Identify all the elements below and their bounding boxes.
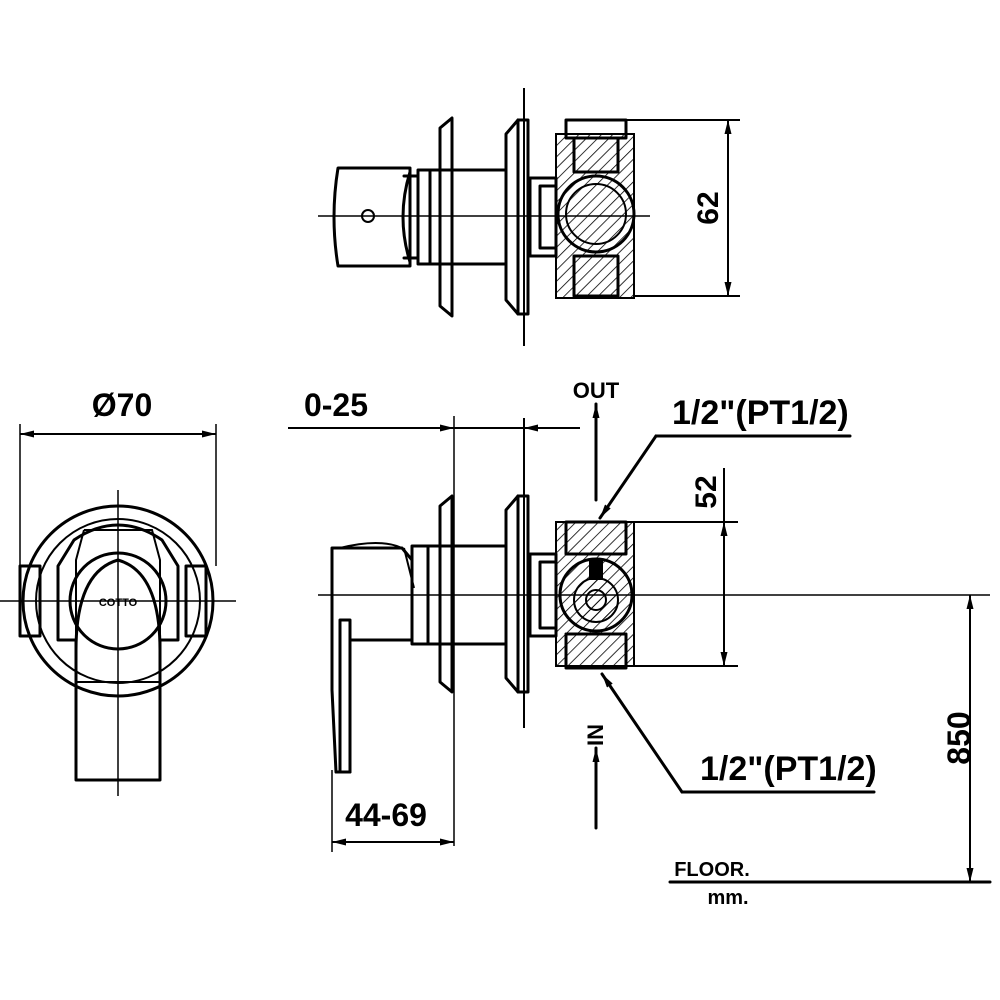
inlet-thread-label: 1/2"(PT1/2) [700, 750, 877, 788]
outlet-leader-line [598, 434, 658, 520]
outlet-thread-label: 1/2"(PT1/2) [672, 394, 849, 432]
unit-label: mm. [707, 887, 748, 909]
front-view: COTTO Ø70 [0, 387, 236, 796]
dimension-handle-label: 44-69 [345, 797, 427, 833]
side-valve-cartridge [589, 560, 603, 580]
top-cover-plate [438, 116, 454, 318]
dimension-62-label: 62 [692, 191, 725, 224]
floor-label: FLOOR. [674, 859, 750, 881]
side-lever-handle [330, 546, 414, 774]
side-view: OUT IN 1/2"(PT1/2) 1/2"(PT1/2) 0-25 44-6… [288, 378, 992, 909]
front-cover-plate [21, 504, 215, 698]
dimension-diameter-label: Ø70 [92, 387, 152, 423]
top-handle-collar [401, 170, 412, 264]
top-view: 62 [318, 88, 740, 346]
outlet-label: OUT [573, 378, 620, 403]
dimension-850-label: 850 [941, 711, 977, 764]
top-handle [332, 166, 412, 268]
top-valve-body [555, 133, 635, 299]
dimension-52-label: 52 [690, 475, 723, 508]
inlet-label: IN [583, 724, 608, 746]
brand-logo: COTTO [99, 597, 138, 609]
dimension-depth-label: 0-25 [304, 387, 368, 423]
top-handle-pin [361, 209, 375, 223]
inlet-leader-line [600, 672, 684, 794]
side-cover-plate [438, 494, 454, 694]
